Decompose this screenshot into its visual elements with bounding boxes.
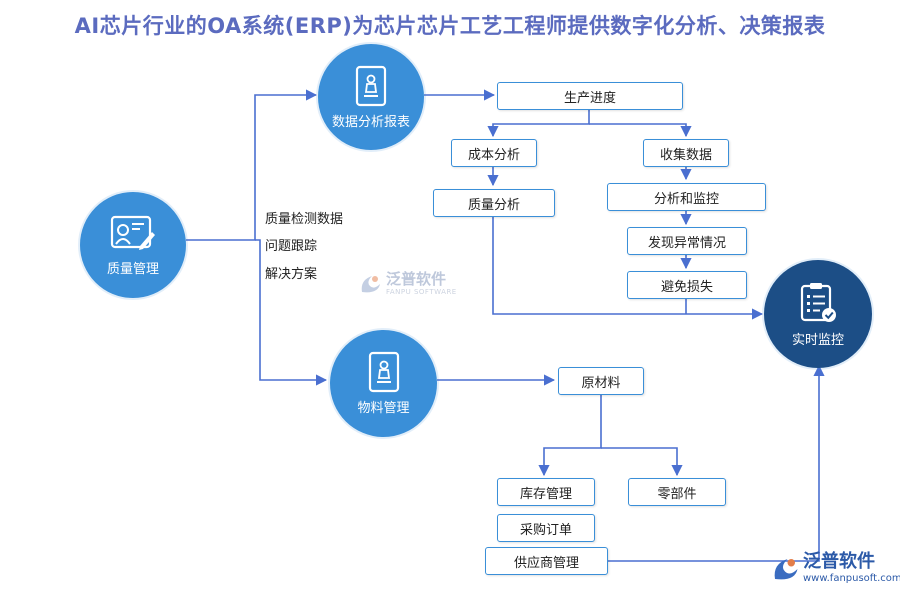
box-production-progress[interactable]: 生产进度	[497, 82, 683, 110]
box-parts[interactable]: 零部件	[628, 478, 726, 506]
link-quality-to-report	[186, 89, 318, 241]
box-quality-analysis[interactable]: 质量分析	[433, 189, 555, 217]
quality-mgmt-node[interactable]: 质量管理	[80, 192, 186, 298]
realtime-monitor-label: 实时监控	[791, 332, 844, 348]
link-quality-to-material	[255, 239, 328, 386]
box-raw-material[interactable]: 原材料	[558, 367, 644, 395]
link-supplier-to-monitor	[607, 364, 825, 562]
box-cost-analysis[interactable]: 成本分析	[451, 139, 537, 167]
corner-watermark-cn: 泛普软件	[803, 551, 875, 572]
fanpu-logo-icon	[774, 558, 798, 579]
note-issue-tracking: 问题跟踪	[265, 239, 318, 254]
report-document-icon	[355, 65, 387, 106]
box-collect-data[interactable]: 收集数据	[643, 139, 729, 167]
page-title: AI芯片行业的OA系统(ERP)为芯片芯片工艺工程师提供数字化分析、决策报表	[74, 14, 826, 38]
data-report-label: 数据分析报表	[331, 114, 410, 130]
corner-watermark: 泛普软件 www.fanpusoft.com	[770, 553, 900, 584]
note-quality-inspection-data: 质量检测数据	[265, 212, 344, 227]
box-avoid-loss[interactable]: 避免损失	[627, 271, 747, 299]
checklist-clipboard-icon	[800, 282, 836, 322]
box-inventory-mgmt[interactable]: 库存管理	[497, 478, 595, 506]
quality-certificate-icon	[110, 215, 155, 250]
center-watermark-cn: 泛普软件	[386, 270, 447, 288]
material-document-icon	[368, 351, 399, 393]
data-report-node[interactable]: 数据分析报表	[318, 44, 424, 150]
box-purchase-order[interactable]: 采购订单	[497, 514, 595, 542]
box-supplier-mgmt[interactable]: 供应商管理	[485, 547, 608, 575]
center-watermark: 泛普软件 FANPU SOFTWARE	[358, 272, 457, 296]
quality-mgmt-label: 质量管理	[106, 261, 159, 277]
corner-watermark-url: www.fanpusoft.com	[803, 573, 900, 584]
realtime-monitor-node[interactable]: 实时监控	[764, 260, 872, 368]
link-raw-split	[538, 394, 602, 477]
fanpu-logo-icon	[361, 276, 380, 293]
material-mgmt-label: 物料管理	[357, 401, 410, 416]
box-analyze-monitor[interactable]: 分析和监控	[607, 183, 766, 211]
box-detect-anomaly[interactable]: 发现异常情况	[627, 227, 747, 255]
center-watermark-en: FANPU SOFTWARE	[386, 288, 457, 296]
note-solution: 解决方案	[265, 267, 318, 282]
link-to-monitor	[492, 217, 764, 320]
material-mgmt-node[interactable]: 物料管理	[330, 330, 437, 437]
link-progress-split	[487, 109, 590, 138]
